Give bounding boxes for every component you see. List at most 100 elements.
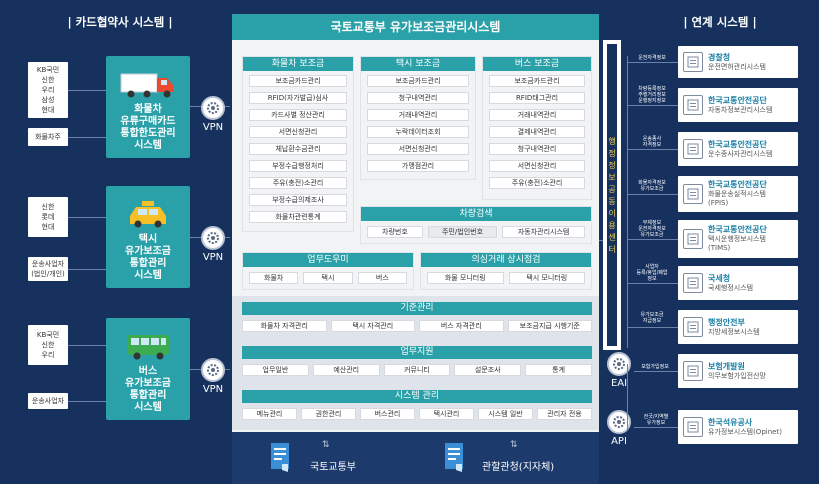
- menu-item[interactable]: 화물 모니터링: [427, 272, 504, 284]
- menu-item[interactable]: 가맹점관리: [367, 160, 469, 172]
- owner-taxi: 운송사업자 (법인/개인): [28, 257, 68, 281]
- menu-item[interactable]: 업무일반: [242, 364, 309, 376]
- menu-item[interactable]: 버스 자격관리: [419, 320, 504, 332]
- menu-item[interactable]: 거래내역관리: [367, 109, 469, 121]
- menu-item[interactable]: 시스템 일반: [478, 408, 533, 420]
- menu-item[interactable]: 청구내역관리: [489, 143, 585, 155]
- link-label: 운전자격정보: [638, 55, 666, 61]
- bus-subsidy-list: 보조금카드관리 RFID태그관리 거래내역관리 결제내역관리 청구내역관리 서면…: [483, 71, 591, 189]
- menu-item[interactable]: 카드사별 정산관리: [249, 109, 347, 121]
- menu-item[interactable]: 통계: [525, 364, 592, 376]
- menu-item[interactable]: 보조금카드관리: [367, 75, 469, 87]
- vertical-char: 이: [608, 208, 616, 218]
- system-line: 통합한도관리: [120, 128, 176, 139]
- document-icon: [683, 361, 703, 381]
- truck-card-system: 화물차 유류구매카드 통합한도관리 시스템: [106, 56, 190, 158]
- menu-item[interactable]: 설문조사: [454, 364, 522, 376]
- menu-item[interactable]: 택시 자격관리: [330, 320, 415, 332]
- vehicle-search-panel: 차량검색 차량번호 주민/법인번호 자동차관리시스템: [360, 206, 592, 244]
- menu-item[interactable]: 보조금카드관리: [249, 75, 347, 87]
- taxi-subsidy-panel: 택시 보조금 보조금카드관리 청구내역관리 거래내역관리 누락데이터조회 서면신…: [360, 56, 476, 180]
- menu-item[interactable]: 버스: [357, 272, 407, 284]
- vpn-node-bus: VPN: [198, 358, 228, 395]
- bus-subsidy-panel: 버스 보조금 보조금카드관리 RFID태그관리 거래내역관리 결제내역관리 청구…: [482, 56, 592, 200]
- vpn-node-truck: VPN: [198, 96, 228, 133]
- vehicle-search-head: 차량검색: [361, 207, 591, 221]
- menu-item[interactable]: 서면신청관리: [367, 143, 469, 155]
- menu-item[interactable]: 결제내역관리: [489, 126, 585, 138]
- owner-truck: 화물차주: [28, 128, 68, 146]
- card-name: KB국민: [36, 331, 60, 339]
- menu-item[interactable]: 커뮤니티: [383, 364, 451, 376]
- menu-item[interactable]: 보조금지급 시행기준: [507, 320, 592, 332]
- menu-item[interactable]: 관리자 전용: [537, 408, 592, 420]
- menu-item[interactable]: 권한관리: [301, 408, 356, 420]
- menu-item[interactable]: 부정수급행정처리: [249, 160, 347, 172]
- menu-item[interactable]: RFID(자가발급)심사: [249, 92, 347, 104]
- menu-item[interactable]: 화물차: [249, 272, 299, 284]
- gear-icon: [201, 358, 225, 382]
- bus-subsidy-system: 버스 유가보조금 통합관리 시스템: [106, 318, 190, 420]
- user-moltm: 국토교통부: [310, 462, 356, 473]
- menu-item[interactable]: 주민/법인번호: [427, 226, 498, 238]
- menu-item[interactable]: 부정수급의제조사: [249, 194, 347, 206]
- owner-label: 운송사업자: [31, 260, 65, 268]
- vertical-char: 터: [608, 244, 616, 254]
- menu-item[interactable]: 화물차 자격관리: [242, 320, 327, 332]
- menu-item[interactable]: 보조금카드관리: [489, 75, 585, 87]
- menu-item[interactable]: 택시: [303, 272, 353, 284]
- vertical-char: 정: [608, 160, 616, 170]
- menu-item[interactable]: 택시관리: [419, 408, 474, 420]
- owner-label: (법인/개인): [31, 270, 65, 278]
- system-org: 한국교통안전공단: [708, 95, 767, 105]
- card-name: KB국민: [36, 66, 60, 74]
- menu-item[interactable]: 버스관리: [360, 408, 415, 420]
- menu-item[interactable]: 차량번호: [367, 226, 423, 238]
- menu-item[interactable]: 서면신청관리: [249, 126, 347, 138]
- card-name: 롯데: [41, 213, 55, 221]
- right-section-title: | 연계 시스템 |: [683, 15, 757, 29]
- menu-item[interactable]: 서면신청관리: [489, 160, 585, 172]
- menu-item[interactable]: 주유(충전)소관리: [249, 177, 347, 189]
- left-section-title: | 카드협약사 시스템 |: [67, 15, 173, 29]
- document-icon: [683, 317, 703, 337]
- system-line: 유류구매카드: [120, 116, 176, 127]
- menu-item[interactable]: 자동차관리시스템: [502, 226, 585, 238]
- menu-item[interactable]: 누락데이터조회: [367, 126, 469, 138]
- central-title: 국토교통부 유가보조금관리시스템: [232, 14, 599, 40]
- owner-label: 운송사업자: [31, 397, 65, 405]
- system-line: 버스: [138, 366, 158, 377]
- menu-item[interactable]: 거래내역관리: [489, 109, 585, 121]
- work-helper-panel: 업무도우미 화물차 택시 버스: [242, 252, 414, 290]
- menu-item[interactable]: 예산관리: [312, 364, 380, 376]
- vpn-label: VPN: [202, 122, 224, 133]
- document-icon: [683, 52, 703, 72]
- system-line: 화물차: [134, 104, 162, 115]
- card-name: 신한: [41, 76, 55, 84]
- card-name: 신한: [41, 203, 55, 211]
- menu-item[interactable]: 택시 모니터링: [508, 272, 585, 284]
- menu-item[interactable]: 청구내역관리: [367, 92, 469, 104]
- work-helper-head: 업무도우미: [243, 253, 413, 267]
- menu-item[interactable]: 주유(충전)소관리: [489, 177, 585, 189]
- system-sub: 지방세정보시스템: [708, 327, 760, 336]
- menu-item[interactable]: 화물차관련통계: [249, 211, 347, 223]
- menu-item[interactable]: RFID태그관리: [489, 92, 585, 104]
- taxi-subsidy-list: 보조금카드관리 청구내역관리 거래내역관리 누락데이터조회 서면신청관리 가맹점…: [361, 71, 475, 172]
- truck-subsidy-panel: 화물차 보조금 보조금카드관리 RFID(자가발급)심사 카드사별 정산관리 서…: [242, 56, 354, 232]
- system-sub: 택시운행정보시스템: [708, 235, 766, 243]
- menu-item[interactable]: 메뉴관리: [242, 408, 297, 420]
- document-icon: [683, 184, 703, 204]
- menu-item[interactable]: 체납환수금관리: [249, 143, 347, 155]
